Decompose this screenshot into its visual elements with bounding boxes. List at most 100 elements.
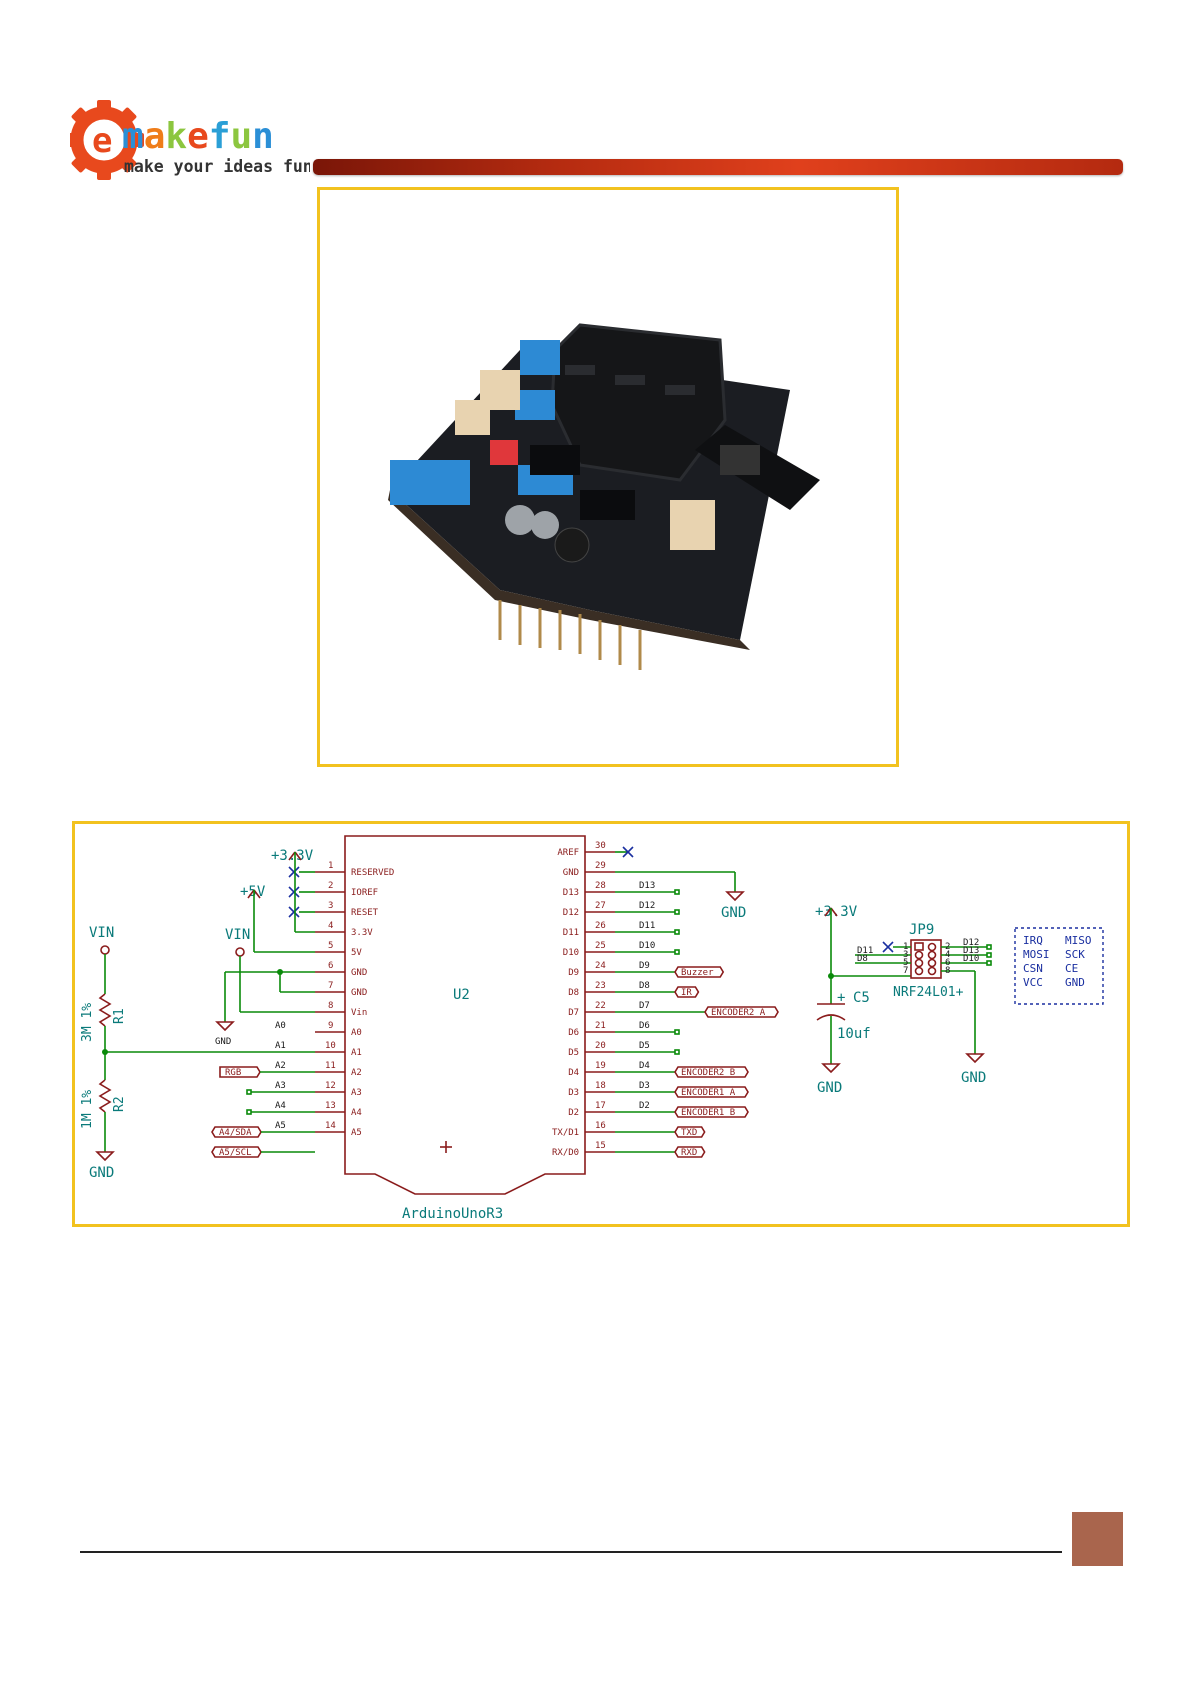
right-net-label: D10	[639, 941, 655, 951]
gnd-label-29: GND	[721, 905, 746, 921]
u2-right-pin-name: D8	[568, 988, 579, 998]
net-label-text: IR	[681, 988, 692, 998]
u2-left-pin-num: 12	[325, 1081, 336, 1091]
right-net-label: D6	[639, 1021, 650, 1031]
u2-left-pin-name: Vin	[351, 1008, 367, 1018]
c5-value: 10uf	[837, 1026, 871, 1042]
u2-right-pin-num: 29	[595, 861, 606, 871]
page-number-box	[1072, 1512, 1123, 1566]
header-bar	[313, 159, 1123, 175]
u2-right-pin-num: 16	[595, 1121, 606, 1131]
pin-legend	[1014, 927, 1104, 1005]
u2-left-pin-name: GND	[351, 968, 367, 978]
u2-right-pin-name: D9	[568, 968, 579, 978]
u2-left-pin-num: 6	[328, 961, 333, 971]
u2-right-pin-num: 21	[595, 1021, 606, 1031]
u2-left-pin-name: A2	[351, 1068, 362, 1078]
no-connect-mark	[288, 906, 300, 918]
net-label-text: RXD	[681, 1148, 697, 1158]
net-label-text: ENCODER1_B	[681, 1108, 735, 1118]
jp9-pin-num: 8	[945, 966, 950, 976]
net-label-flag	[674, 986, 700, 998]
jp9-net-d10: D10	[963, 954, 979, 964]
right-net-label: D8	[639, 981, 650, 991]
u2-right-pin-name: GND	[563, 868, 579, 878]
c5-plus: +	[837, 990, 845, 1006]
u2-left-pin-name: IOREF	[351, 888, 378, 898]
u2-right-pin-num: 25	[595, 941, 606, 951]
vin-label-2: VIN	[225, 927, 250, 943]
jp9-value: NRF24L01+	[893, 985, 964, 1000]
u2-right-pin-name: D4	[568, 1068, 579, 1078]
net-label-flag	[674, 1106, 749, 1118]
u2-left-pin-name: A5	[351, 1128, 362, 1138]
left-net-label: A3	[275, 1081, 286, 1091]
u2-right-pin-name: TX/D1	[552, 1128, 579, 1138]
u2-left-pin-num: 13	[325, 1101, 336, 1111]
u2-ref: U2	[453, 987, 470, 1003]
r1-ref: R1	[112, 1008, 127, 1024]
net-label-text: ENCODER2_A	[711, 1008, 766, 1018]
brand-prefix: e	[92, 121, 112, 161]
u2-left-pin-num: 1	[328, 861, 333, 871]
jp9-net-d11: D11	[857, 946, 873, 956]
u2-left-pin-num: 5	[328, 941, 333, 951]
a4sda-label: A4/SDA	[219, 1128, 252, 1138]
u2-right-pin-num: 23	[595, 981, 606, 991]
u2-left-pin-name: RESET	[351, 908, 379, 918]
u2-left-pin-name: 5V	[351, 948, 362, 958]
net-label-text: ENCODER2_B	[681, 1068, 735, 1078]
net-label-text: Buzzer	[681, 968, 714, 978]
u2-left-pin-num: 4	[328, 921, 333, 931]
gnd-label-c5: GND	[817, 1080, 842, 1096]
u2-left-pin-num: 14	[325, 1121, 336, 1131]
u2-left-pin-num: 2	[328, 881, 333, 891]
u2-right-pin-name: RX/D0	[552, 1148, 579, 1158]
u2-right-pin-num: 26	[595, 921, 606, 931]
jp9-net-d12: D12	[963, 938, 979, 948]
brand-logo: e makefun make your ideas fun	[64, 98, 313, 182]
legend-left: MOSI	[1023, 948, 1050, 961]
u2-right-pin-name: D5	[568, 1048, 579, 1058]
u2-right-pin-name: D3	[568, 1088, 579, 1098]
u2-right-pin-num: 19	[595, 1061, 606, 1071]
u2-left-pin-name: A1	[351, 1048, 362, 1058]
product-photo	[388, 323, 820, 670]
u2-left-pin-name: GND	[351, 988, 367, 998]
right-net-label: D12	[639, 901, 655, 911]
u2-right-pin-name: D2	[568, 1108, 579, 1118]
u2-right-pin-num: 30	[595, 841, 606, 851]
brand-tagline: make your ideas fun	[124, 157, 310, 176]
u2-left-pin-name: A0	[351, 1028, 362, 1038]
jp9-pin-num: 3	[903, 950, 908, 960]
c5-ref: C5	[853, 990, 870, 1006]
footer-rule	[80, 1551, 1062, 1553]
net-label-flag	[674, 1146, 706, 1158]
u2-body	[344, 835, 586, 1195]
net-label-text: TXD	[681, 1128, 697, 1138]
gnd-label-r: GND	[89, 1165, 114, 1181]
u2-left-pin-num: 11	[325, 1061, 336, 1071]
u2-right-pin-num: 17	[595, 1101, 606, 1111]
net-label-flag	[704, 1006, 779, 1018]
u2-right-pin-name: D13	[563, 888, 579, 898]
brand-name: makefun	[122, 116, 274, 157]
no-connect-mark	[288, 886, 300, 898]
rgb-label: RGB	[225, 1068, 241, 1078]
jp9-body	[910, 939, 942, 979]
u2-right-pin-name: D12	[563, 908, 579, 918]
legend-right: SCK	[1065, 948, 1085, 961]
right-net-label: D9	[639, 961, 650, 971]
u2-left-pin-num: 8	[328, 1001, 333, 1011]
u2-right-pin-name: D11	[563, 928, 579, 938]
net-stub	[674, 889, 680, 895]
right-net-label: D11	[639, 921, 655, 931]
r2-ref: R2	[112, 1096, 127, 1112]
jp9-ref: JP9	[909, 922, 934, 938]
u2-right-pin-name: AREF	[557, 848, 579, 858]
left-net-label: A2	[275, 1061, 286, 1071]
net-label-flag	[674, 966, 725, 978]
right-net-label: D5	[639, 1041, 650, 1051]
net-stub	[674, 909, 680, 915]
net-stub	[674, 929, 680, 935]
